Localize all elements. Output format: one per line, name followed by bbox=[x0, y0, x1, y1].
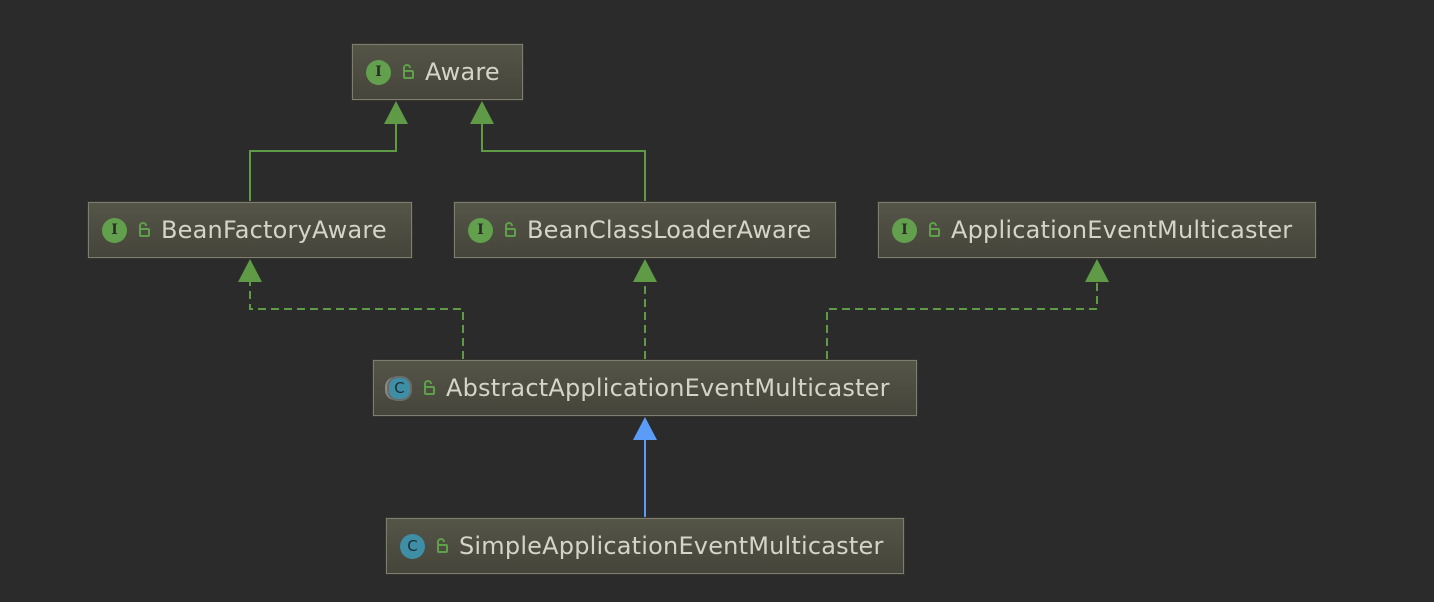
public-unlock-icon bbox=[437, 538, 448, 553]
interface-icon: I bbox=[892, 217, 917, 243]
node-aware[interactable]: I Aware bbox=[352, 44, 523, 100]
node-label: Aware bbox=[425, 58, 500, 86]
public-unlock-icon bbox=[505, 222, 516, 237]
arrowhead bbox=[238, 259, 262, 282]
public-unlock-icon bbox=[139, 222, 150, 237]
arrowhead bbox=[470, 101, 494, 124]
node-label: BeanFactoryAware bbox=[161, 216, 387, 244]
node-beanfactoryaware[interactable]: I BeanFactoryAware bbox=[88, 202, 412, 258]
public-unlock-icon bbox=[403, 64, 414, 79]
edge-abstract-to-beanclassloaderaware bbox=[633, 259, 657, 359]
node-label: SimpleApplicationEventMulticaster bbox=[459, 532, 884, 560]
node-applicationeventmulticaster[interactable]: I ApplicationEventMulticaster bbox=[878, 202, 1316, 258]
edge-simple-to-abstract bbox=[633, 417, 657, 517]
edge-abstract-to-applicationeventmulticaster bbox=[826, 259, 1109, 359]
node-abstractapplicationeventmulticaster[interactable]: C AbstractApplicationEventMulticaster bbox=[373, 360, 917, 416]
interface-icon: I bbox=[468, 217, 493, 243]
interface-icon: I bbox=[366, 59, 391, 85]
arrowhead bbox=[633, 417, 657, 440]
node-label: AbstractApplicationEventMulticaster bbox=[446, 374, 890, 402]
edge-beanfactoryaware-to-aware bbox=[249, 101, 408, 201]
node-label: BeanClassLoaderAware bbox=[527, 216, 812, 244]
public-unlock-icon bbox=[424, 380, 435, 395]
edge-abstract-to-beanfactoryaware bbox=[238, 259, 464, 359]
node-beanclassloaderaware[interactable]: I BeanClassLoaderAware bbox=[454, 202, 836, 258]
arrowhead bbox=[1085, 259, 1109, 282]
abstract-class-icon: C bbox=[387, 375, 412, 401]
arrowhead bbox=[633, 259, 657, 282]
node-label: ApplicationEventMulticaster bbox=[951, 216, 1293, 244]
class-icon: C bbox=[400, 533, 425, 559]
edge-beanclassloaderaware-to-aware bbox=[470, 101, 646, 201]
node-simpleapplicationeventmulticaster[interactable]: C SimpleApplicationEventMulticaster bbox=[386, 518, 904, 574]
interface-icon: I bbox=[102, 217, 127, 243]
arrowhead bbox=[384, 101, 408, 124]
public-unlock-icon bbox=[929, 222, 940, 237]
